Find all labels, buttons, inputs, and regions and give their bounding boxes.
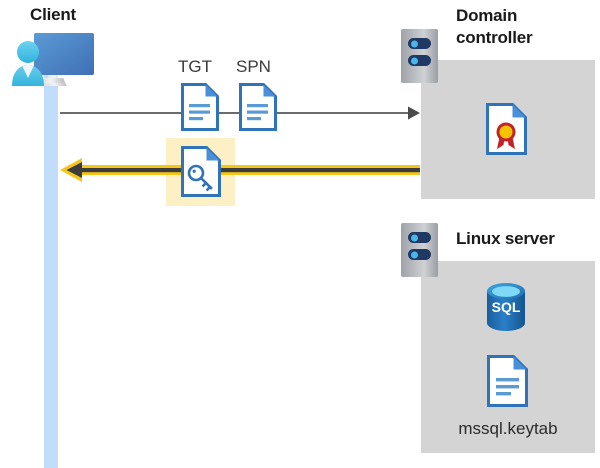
spn-document-icon bbox=[239, 83, 277, 131]
key-document-icon bbox=[181, 146, 221, 197]
keytab-file-label: mssql.keytab bbox=[458, 419, 558, 438]
tgt-document-icon bbox=[181, 83, 219, 131]
domain-controller-label-line2: controller bbox=[456, 28, 533, 47]
client-label: Client bbox=[30, 5, 77, 24]
response-arrow-left bbox=[60, 158, 420, 182]
linux-server-label: Linux server bbox=[456, 229, 555, 248]
spn-label: SPN bbox=[236, 57, 271, 76]
certificate-document-icon bbox=[486, 103, 527, 155]
domain-controller-label-line1: Domain bbox=[456, 6, 518, 25]
sql-icon-text: SQL bbox=[492, 299, 521, 315]
tgt-label: TGT bbox=[178, 57, 212, 76]
linux-server-server-rack-icon bbox=[401, 223, 438, 277]
sql-database-icon: SQL bbox=[482, 281, 530, 333]
client-lifeline bbox=[44, 72, 58, 468]
request-arrow-right bbox=[60, 106, 420, 120]
domain-controller-server-rack-icon bbox=[401, 29, 438, 83]
client-icon bbox=[8, 28, 98, 90]
keytab-document-icon bbox=[487, 355, 528, 407]
